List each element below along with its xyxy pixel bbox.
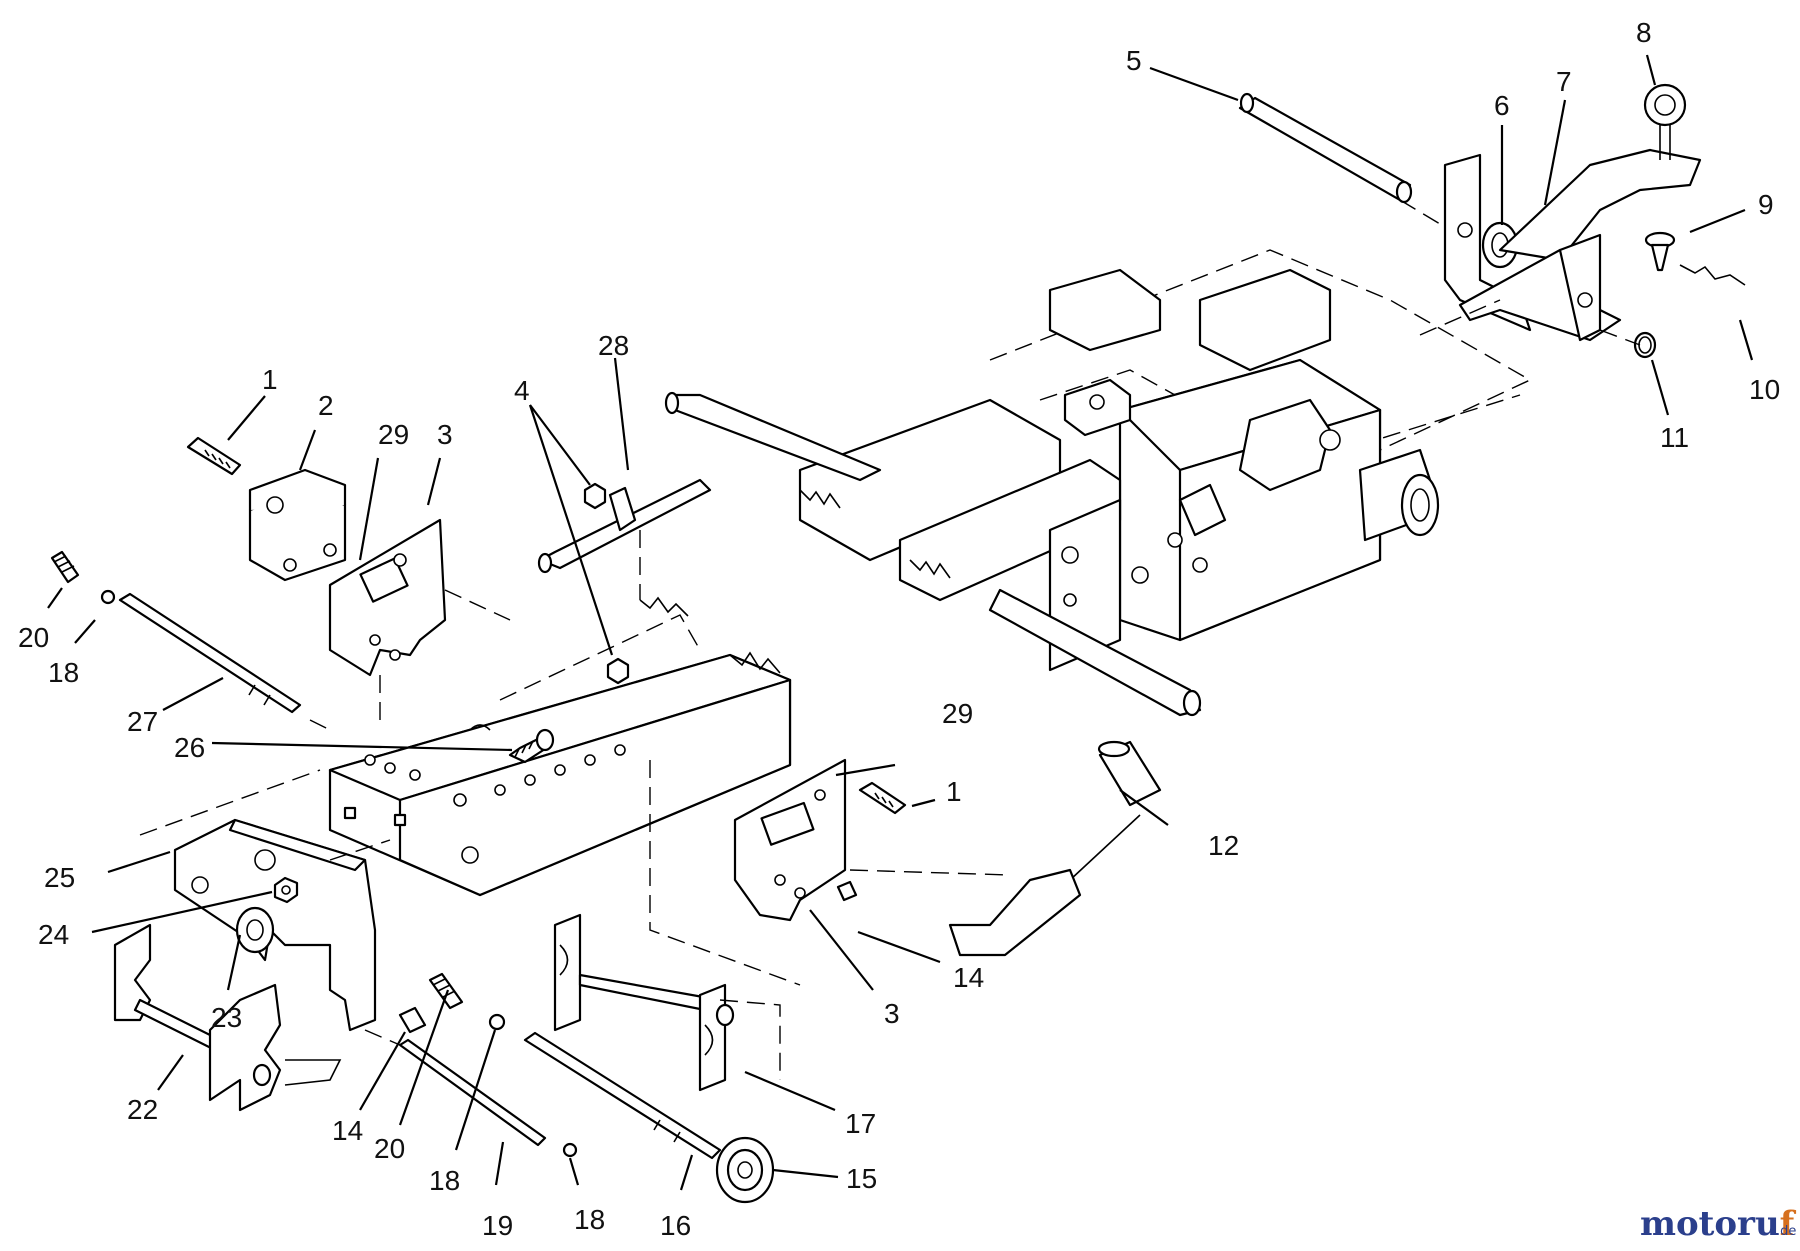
leader-lines	[47, 54, 1754, 1191]
callout-9: 9	[1758, 189, 1774, 220]
callout-15: 15	[846, 1163, 877, 1194]
svg-text:.de: .de	[1776, 1224, 1796, 1239]
callout-3: 3	[437, 419, 453, 450]
part-17-bracket	[553, 913, 781, 1092]
center-frame-tube	[328, 596, 792, 897]
callout-18: 18	[48, 657, 79, 688]
callout-26: 26	[174, 732, 205, 763]
transmission-housing	[664, 249, 1532, 717]
callout-1-right: 1	[946, 776, 962, 807]
part-28-pin-and-nuts	[537, 478, 712, 685]
callout-19: 19	[482, 1210, 513, 1241]
callout-11: 11	[1660, 422, 1689, 453]
lower-rods-group	[364, 972, 775, 1204]
svg-text:motoruf: motoruf	[1640, 1204, 1797, 1244]
upper-left-bracket-group	[186, 436, 511, 720]
callout-17: 17	[845, 1108, 876, 1139]
callout-6: 6	[1494, 90, 1510, 121]
callout-7: 7	[1556, 66, 1572, 97]
left-rod-group	[50, 550, 331, 731]
bracket-assembly-upper-right	[1419, 83, 1746, 359]
callout-28: 28	[598, 330, 629, 361]
callout-22: 22	[127, 1094, 158, 1125]
callout-1: 1	[262, 364, 278, 395]
callout-14-right: 14	[953, 962, 984, 993]
callout-3-lower: 3	[884, 998, 900, 1029]
callout-24: 24	[38, 919, 69, 950]
callout-18-bottom: 18	[574, 1204, 605, 1235]
callout-2: 2	[318, 390, 334, 421]
callout-5: 5	[1126, 45, 1142, 76]
callout-12: 12	[1208, 830, 1239, 861]
watermark-logo: motoruf .de	[1640, 1204, 1797, 1244]
callout-27: 27	[127, 706, 158, 737]
callout-8: 8	[1636, 17, 1652, 48]
callout-16: 16	[660, 1210, 691, 1241]
part-5-shaft	[1238, 92, 1451, 231]
callout-20-lower: 20	[374, 1133, 405, 1164]
callout-labels: 1 2 29 3 4 28 5 6 7 8 9 10 11 20 18 27 2…	[18, 17, 1780, 1241]
callout-29: 29	[378, 419, 409, 450]
lower-left-bracket-assembly	[113, 769, 391, 1112]
callout-20: 20	[18, 622, 49, 653]
part-12-handle	[948, 740, 1162, 957]
callout-25: 25	[44, 862, 75, 893]
callout-10: 10	[1749, 374, 1780, 405]
callout-14: 14	[332, 1115, 363, 1146]
callout-29-right: 29	[942, 698, 973, 729]
callout-23: 23	[211, 1002, 242, 1033]
callout-4: 4	[514, 375, 530, 406]
right-center-plate	[649, 758, 1011, 986]
callout-18-lower: 18	[429, 1165, 460, 1196]
